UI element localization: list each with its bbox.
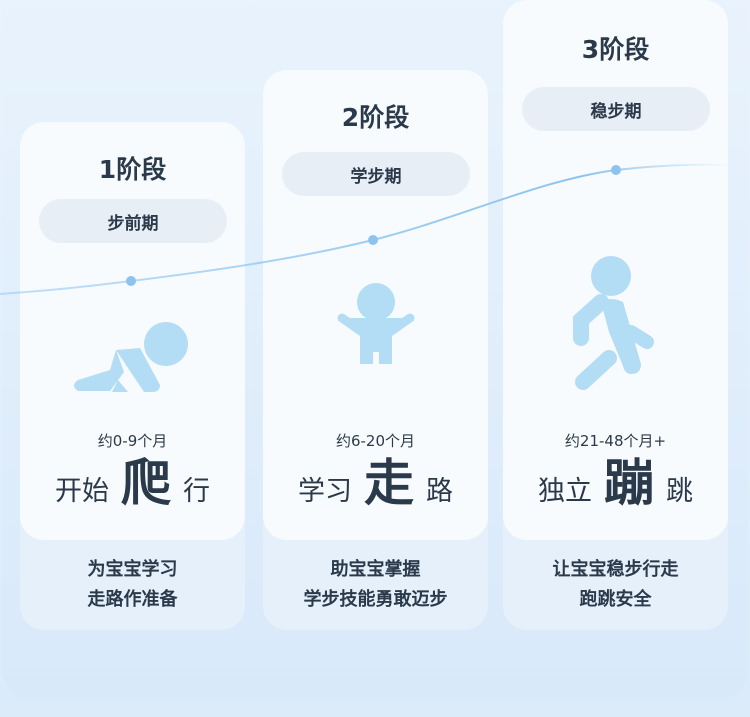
desc-line: 学步技能勇敢迈步 (303, 589, 448, 610)
slogan-post: 行 (183, 476, 210, 507)
curve-point (126, 276, 136, 286)
slogan-pre: 学习 (298, 476, 352, 507)
slogan-post: 跳 (666, 476, 693, 507)
stage-slogan: 开始爬行 (20, 458, 245, 508)
stage-pill: 步前期 (39, 199, 227, 243)
stage-title: 2阶段 (341, 103, 410, 132)
stage-card-2: 2阶段 学步期 约6-20个月 学习走路 助宝宝掌握学步技能勇敢迈步 (263, 70, 488, 630)
slogan-key: 爬 (121, 454, 171, 512)
age-range: 约6-20个月 (335, 432, 416, 450)
slogan-pre: 独立 (538, 476, 592, 507)
slogan-key: 蹦 (604, 454, 654, 512)
desc-line: 让宝宝稳步行走 (552, 559, 679, 580)
standing-child-icon (337, 283, 414, 364)
age-range: 约21-48个月+ (564, 432, 667, 450)
stage-title: 1阶段 (98, 155, 167, 184)
stage-card-1: 1阶段 步前期 约0-9个月 开始爬行 为宝宝学习走路作准备 (20, 122, 245, 630)
walking-person-icon (572, 256, 654, 390)
slogan-pre: 开始 (55, 476, 109, 507)
age-range: 约0-9个月 (97, 432, 168, 450)
stage-pill: 学步期 (282, 152, 470, 196)
desc-line: 助宝宝掌握 (330, 559, 421, 580)
stage-slogan: 学习走路 (263, 458, 488, 508)
stage-slogan: 独立蹦跳 (503, 458, 728, 508)
desc-line: 为宝宝学习 (87, 559, 178, 580)
slogan-key: 走 (364, 454, 414, 512)
curve-point (611, 165, 621, 175)
stage-description: 让宝宝稳步行走跑跳安全 (503, 555, 728, 615)
desc-line: 走路作准备 (87, 589, 178, 610)
desc-line: 跑跳安全 (579, 589, 652, 610)
slogan-post: 路 (426, 476, 453, 507)
stage-description: 助宝宝掌握学步技能勇敢迈步 (263, 555, 488, 615)
stage-pill: 稳步期 (522, 87, 710, 131)
stage-title: 3阶段 (581, 35, 650, 64)
crawling-baby-icon (73, 322, 188, 392)
curve-point (368, 235, 378, 245)
stage-description: 为宝宝学习走路作准备 (20, 555, 245, 615)
stage-card-3: 3阶段 稳步期 约21-48个月+ 独立蹦跳 让宝宝稳步行走跑跳安全 (503, 0, 728, 630)
